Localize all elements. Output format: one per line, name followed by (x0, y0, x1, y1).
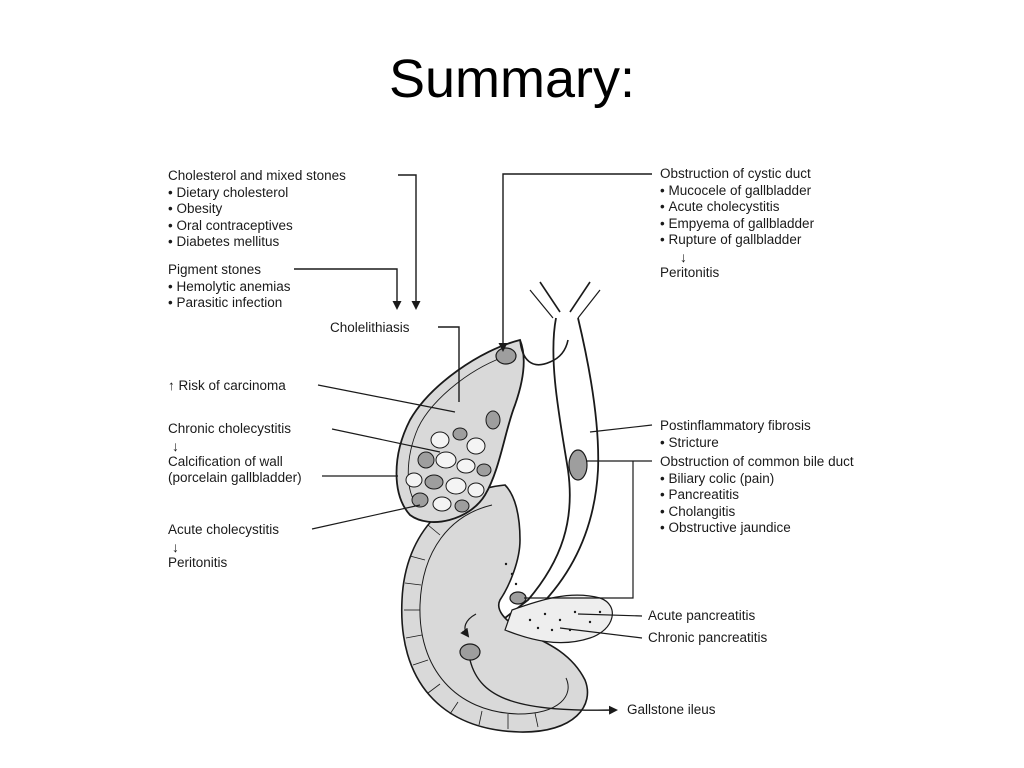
chronic-pancreatitis-label: Chronic pancreatitis (648, 630, 768, 645)
leader-ileus (469, 659, 618, 715)
common-bile-duct-label: Obstruction of common bile duct Biliary … (660, 454, 854, 537)
leader-cholelithiasis (438, 326, 460, 402)
chronic-cholecystitis-label: Chronic cholecystitis ↓ Calcification of… (168, 421, 302, 487)
leader-cholesterol (398, 174, 421, 310)
hepatic-duct-left (539, 281, 561, 313)
cbd-item: Pancreatitis (660, 487, 854, 504)
peritonitis-right: Peritonitis (660, 264, 720, 280)
cystic-item: Rupture of gallbladder (660, 232, 814, 249)
down-arrow-icon: ↓ (172, 437, 179, 454)
pigment-item: Parasitic infection (168, 295, 291, 312)
calcification-line2: (porcelain gallbladder) (168, 470, 302, 486)
cholesterol-item: Diabetes mellitus (168, 234, 346, 251)
duodenum-inner-wall (419, 504, 569, 715)
cbd-item: Obstructive jaundice (660, 520, 854, 537)
cholesterol-item: Oral contraceptives (168, 218, 346, 235)
pigment-stones-label: Pigment stones Hemolytic anemias Parasit… (168, 262, 291, 312)
hepatic-duct-right-inner (577, 289, 601, 319)
cystic-duct (519, 339, 569, 366)
chronic-heading: Chronic cholecystitis (168, 421, 292, 436)
leader-acute-pancreatitis (577, 613, 643, 617)
leader-acute (311, 504, 421, 530)
leader-chronic (331, 428, 441, 453)
pigment-item: Hemolytic anemias (168, 279, 290, 296)
duodenum (400, 484, 589, 733)
gallstone-ileus-label: Gallstone ileus (627, 702, 716, 717)
down-arrow-icon: ↓ (680, 248, 687, 265)
cholesterol-heading: Cholesterol and mixed stones (168, 168, 346, 183)
fibrosis-label: Postinflammatory fibrosis Stricture (660, 418, 811, 451)
leader-fibrosis (589, 424, 653, 433)
cbd-heading: Obstruction of common bile duct (660, 454, 854, 469)
common-bile-duct (504, 317, 571, 619)
bowel-flow-arrow (460, 613, 477, 638)
leader-cystic (498, 173, 652, 352)
hepatic-duct-right (569, 281, 591, 313)
cystic-item: Mucocele of gallbladder (660, 183, 814, 200)
acute-cholecystitis-label: Acute cholecystitis ↓ Peritonitis (168, 522, 279, 571)
cbd-stone (568, 449, 588, 481)
cholesterol-item: Dietary cholesterol (168, 185, 346, 202)
leader-chronic-pancreatitis (559, 627, 643, 639)
cystic-item: Empyema of gallbladder (660, 216, 814, 233)
acute-heading: Acute cholecystitis (168, 522, 280, 537)
cbd-item: Biliary colic (pain) (660, 471, 854, 488)
leader-carcinoma (317, 384, 456, 413)
acute-pancreatitis-label: Acute pancreatitis (648, 608, 756, 623)
hepatic-duct-left-inner (529, 289, 554, 319)
cystic-heading: Obstruction of cystic duct (660, 166, 811, 181)
leader-pigment (294, 268, 402, 310)
bowel-stone (459, 643, 481, 661)
cbd-item: Cholangitis (660, 504, 854, 521)
fibrosis-item: Stricture (660, 435, 811, 452)
pigment-heading: Pigment stones (168, 262, 262, 277)
common-bile-duct-outer (511, 317, 600, 626)
carcinoma-label: ↑ Risk of carcinoma (168, 378, 286, 393)
fibrosis-heading: Postinflammatory fibrosis (660, 418, 811, 433)
gallstones (405, 410, 501, 513)
pancreatic-stippling (504, 562, 602, 632)
cholesterol-item: Obesity (168, 201, 346, 218)
calcification-line1: Calcification of wall (168, 453, 283, 469)
cystic-duct-label: Obstruction of cystic duct Mucocele of g… (660, 166, 814, 282)
peritonitis-left: Peritonitis (168, 554, 228, 570)
cholesterol-stones-label: Cholesterol and mixed stones Dietary cho… (168, 168, 346, 251)
cholelithiasis-label: Cholelithiasis (330, 320, 410, 335)
leader-cbd-to-ampulla (524, 461, 634, 599)
cystic-item: Acute cholecystitis (660, 199, 814, 216)
slide-title: Summary: (388, 49, 636, 109)
ampulla-stone (509, 591, 527, 605)
down-arrow-icon: ↓ (172, 538, 179, 555)
cystic-duct-stone (495, 347, 517, 365)
